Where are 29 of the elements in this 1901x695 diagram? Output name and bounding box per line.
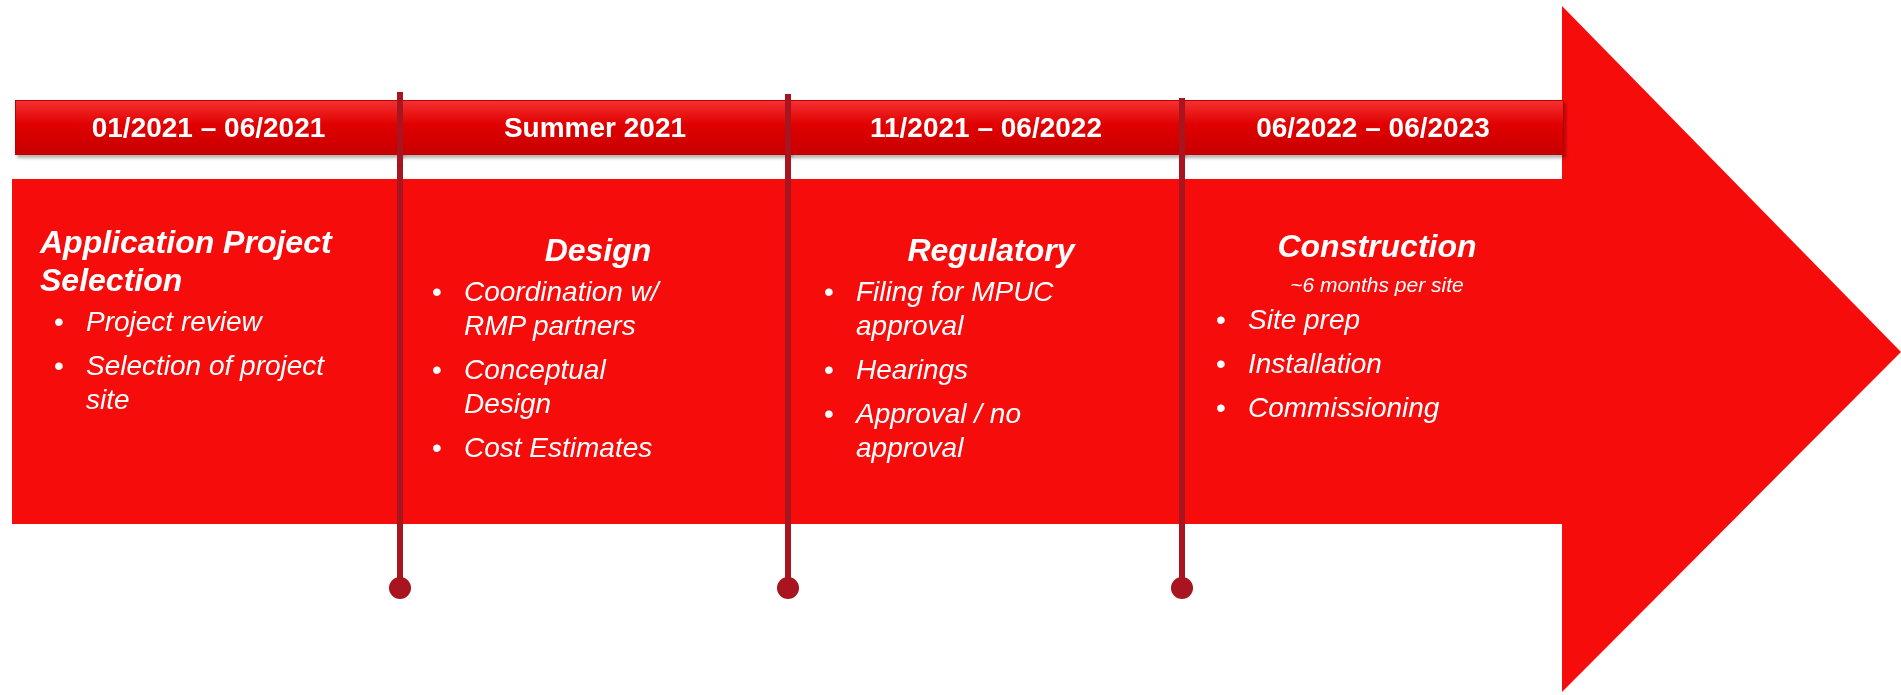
bullet-item: Selection of project site bbox=[86, 349, 326, 417]
bullet-item: Approval / no approval bbox=[856, 397, 1022, 465]
bullet-marker: • bbox=[431, 431, 443, 465]
bullet-marker: • bbox=[823, 353, 835, 387]
date-banner: 06/2022 – 06/2023 bbox=[1182, 100, 1564, 155]
phase-panel bbox=[1182, 179, 1564, 524]
bullet-marker: • bbox=[53, 349, 65, 383]
bullet-item: Commissioning bbox=[1248, 391, 1440, 425]
bullet-item: Filing for MPUC approval bbox=[856, 275, 1055, 343]
bullet-marker: • bbox=[1215, 391, 1227, 425]
bullet-item: Coordination w/ RMP partners bbox=[464, 275, 662, 343]
phase-heading: Regulatory bbox=[906, 231, 1077, 269]
phase-heading: Construction bbox=[1276, 227, 1478, 265]
bullet-marker: • bbox=[431, 353, 443, 387]
bullet-item: Cost Estimates bbox=[464, 431, 653, 465]
bullet-marker: • bbox=[431, 275, 443, 309]
phase-heading: Design bbox=[543, 231, 653, 269]
bullet-marker: • bbox=[823, 397, 835, 431]
bullet-marker: • bbox=[1215, 303, 1227, 337]
duration-note: ~6 months per site bbox=[1289, 273, 1465, 297]
bullet-item: Site prep bbox=[1248, 303, 1361, 337]
bullet-marker: • bbox=[1215, 347, 1227, 381]
bullet-item: Project review bbox=[86, 305, 262, 339]
bullet-item: Hearings bbox=[856, 353, 969, 387]
bullet-marker: • bbox=[823, 275, 835, 309]
bullet-marker: • bbox=[53, 305, 65, 339]
phase-heading: Application Project Selection bbox=[40, 223, 334, 299]
bullet-item: Installation bbox=[1248, 347, 1382, 381]
bullet-item: Conceptual Design bbox=[464, 353, 608, 421]
